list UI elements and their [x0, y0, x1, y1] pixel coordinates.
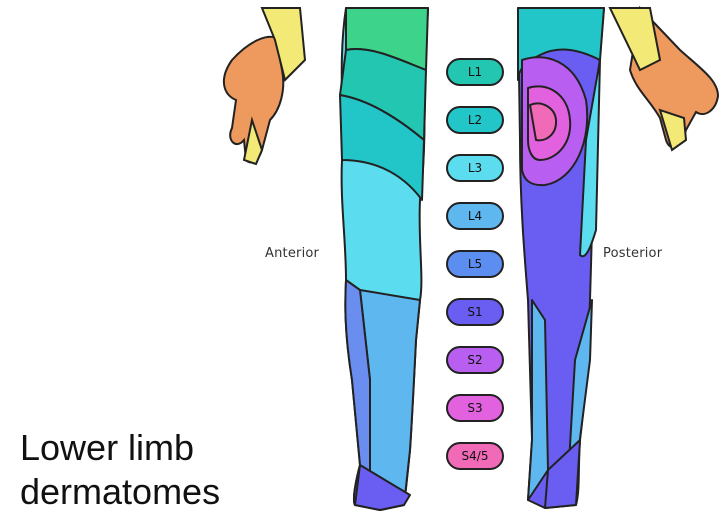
caption-line-2: dermatomes: [20, 470, 220, 514]
legend-pill-s1: S1: [446, 298, 504, 326]
legend-pill-l4: L4: [446, 202, 504, 230]
legend-pill-s4-5: S4/5: [446, 442, 504, 470]
anterior-leg: [340, 8, 428, 510]
diagram-caption: Lower limb dermatomes: [20, 426, 220, 514]
anterior-label: Anterior: [265, 246, 319, 261]
legend-pill-l1: L1: [446, 58, 504, 86]
legend-pill-l5: L5: [446, 250, 504, 278]
posterior-label: Posterior: [603, 246, 662, 261]
anterior-hand: [224, 8, 305, 164]
legend-pill-l2: L2: [446, 106, 504, 134]
caption-line-1: Lower limb: [20, 426, 220, 470]
legend-pill-s2: S2: [446, 346, 504, 374]
posterior-leg: [518, 8, 604, 508]
posterior-hand: [610, 8, 718, 150]
legend-pill-l3: L3: [446, 154, 504, 182]
legend-pill-s3: S3: [446, 394, 504, 422]
